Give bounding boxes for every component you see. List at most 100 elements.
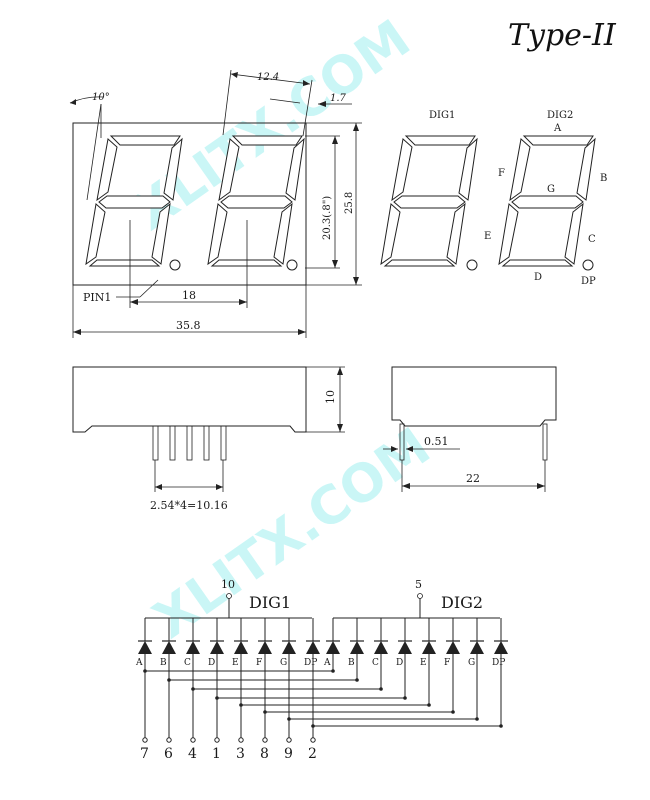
segment-f bbox=[218, 138, 240, 202]
legend-dig2-label: DIG2 bbox=[547, 110, 573, 121]
diode-2-a bbox=[326, 618, 340, 654]
legend-dig1-label: DIG1 bbox=[429, 110, 455, 121]
digit-width-dimension: 12.4 bbox=[257, 72, 279, 83]
legend-segment-a: A bbox=[553, 123, 562, 134]
depth-dimension: 22 bbox=[466, 472, 480, 485]
diode-segment-label: C bbox=[184, 658, 191, 668]
side-pin-right bbox=[542, 423, 548, 461]
segment-c bbox=[273, 202, 293, 265]
diode-2-f bbox=[446, 618, 460, 654]
diode-1-d bbox=[210, 618, 224, 654]
diode-1-f bbox=[258, 618, 272, 654]
diode-1-c bbox=[186, 618, 200, 654]
diode-segment-label: A bbox=[135, 658, 143, 668]
diode-2-c bbox=[374, 618, 388, 654]
segment-legend: DIG1 DIG2 A B C D E F G DP bbox=[380, 110, 607, 287]
common-terminal-dig2 bbox=[417, 593, 423, 599]
watermark: XLITX.COM bbox=[143, 417, 441, 651]
legend-segment-dp: DP bbox=[581, 276, 596, 287]
diode-segment-label: G bbox=[468, 658, 475, 668]
side-view: 0.51 22 bbox=[383, 366, 557, 492]
segment-a bbox=[231, 135, 303, 146]
body-width-dimension: 35.8 bbox=[176, 319, 201, 332]
diode-1-dp bbox=[306, 618, 320, 654]
diode-array bbox=[138, 618, 508, 743]
diode-segment-label: A bbox=[323, 658, 331, 668]
thickness-dimension: 10 bbox=[324, 390, 337, 404]
diagram-title: Type-II bbox=[508, 18, 617, 53]
side-body-outline bbox=[391, 366, 557, 427]
circuit-pin-number: 6 bbox=[164, 746, 173, 762]
diode-segment-label: D bbox=[208, 658, 215, 668]
front-view: 10° 12.4 1.7 20.3(.8") 25.8 18 bbox=[69, 69, 362, 338]
circuit-pin-number: 8 bbox=[260, 746, 269, 762]
pin-diameter-dimension: 0.51 bbox=[424, 435, 449, 448]
legend-digit-1 bbox=[380, 135, 478, 271]
diode-2-d bbox=[398, 618, 412, 654]
segment-c bbox=[151, 202, 171, 265]
diode-1-a bbox=[138, 618, 152, 654]
segment-g bbox=[220, 195, 293, 209]
diode-segment-label: C bbox=[372, 658, 379, 668]
digit-1 bbox=[85, 135, 183, 271]
diode-segment-label: DP bbox=[304, 658, 317, 668]
diode-segment-label: B bbox=[348, 658, 355, 668]
circuit-pin-number: 3 bbox=[236, 746, 245, 762]
diode-segment-label: F bbox=[256, 658, 262, 668]
segment-a bbox=[109, 135, 181, 146]
pin-span-dimension: 18 bbox=[182, 289, 196, 302]
diode-2-e bbox=[422, 618, 436, 654]
diode-1-e bbox=[234, 618, 248, 654]
diode-segment-label: B bbox=[160, 658, 167, 668]
diode-1-g bbox=[282, 618, 296, 654]
segment-b bbox=[285, 137, 305, 201]
segment-b bbox=[163, 137, 183, 201]
segment-d bbox=[88, 259, 161, 267]
segment-g bbox=[98, 195, 171, 209]
legend-segment-f: F bbox=[498, 168, 505, 179]
pins bbox=[152, 425, 227, 461]
diode-segment-label: F bbox=[444, 658, 450, 668]
legend-segment-b: B bbox=[600, 173, 607, 184]
segment-e bbox=[207, 203, 228, 266]
diode-segment-label: E bbox=[420, 658, 427, 668]
circuit-pin-number: 7 bbox=[140, 746, 149, 762]
diode-2-b bbox=[350, 618, 364, 654]
circuit-dig2-label: DIG2 bbox=[441, 593, 483, 612]
digit-height-dimension: 20.3(.8") bbox=[322, 196, 333, 240]
circuit-pin-number: 1 bbox=[212, 746, 221, 762]
angle-dimension: 10° bbox=[92, 92, 110, 103]
pin-pitch-dimension: 2.54*4=10.16 bbox=[150, 499, 228, 512]
decimal-point bbox=[286, 259, 298, 271]
decimal-point bbox=[169, 259, 181, 271]
diode-1-b bbox=[162, 618, 176, 654]
pin1-label: PIN1 bbox=[83, 291, 111, 304]
diode-segment-label: D bbox=[396, 658, 403, 668]
diode-segment-label: DP bbox=[492, 658, 505, 668]
display-body-outline bbox=[72, 122, 307, 286]
legend-segment-d: D bbox=[534, 272, 542, 283]
bottom-view: 2.54*4=10.16 10 bbox=[72, 366, 345, 512]
legend-segment-c: C bbox=[588, 234, 596, 245]
circuit-dig1-label: DIG1 bbox=[249, 593, 291, 612]
body-height-dimension: 25.8 bbox=[344, 192, 355, 214]
diode-segment-label: E bbox=[232, 658, 239, 668]
diode-2-g bbox=[470, 618, 484, 654]
diode-segment-label: G bbox=[280, 658, 287, 668]
dp-offset-dimension: 1.7 bbox=[330, 93, 347, 104]
legend-segment-e: E bbox=[484, 231, 491, 242]
bottom-body-outline bbox=[72, 366, 307, 433]
circuit-pin-number: 9 bbox=[284, 746, 293, 762]
common-pin-dig2: 5 bbox=[415, 578, 422, 591]
common-pin-dig1: 10 bbox=[221, 578, 235, 591]
segment-f bbox=[96, 138, 118, 202]
circuit-pin-number: 4 bbox=[188, 746, 197, 762]
segment-e bbox=[85, 203, 106, 266]
digit-2 bbox=[207, 135, 305, 271]
segment-d bbox=[210, 259, 283, 267]
diode-segment-labels: A B C D E F G DP A B C D E F G DP bbox=[135, 658, 505, 668]
legend-segment-g: G bbox=[547, 184, 555, 195]
